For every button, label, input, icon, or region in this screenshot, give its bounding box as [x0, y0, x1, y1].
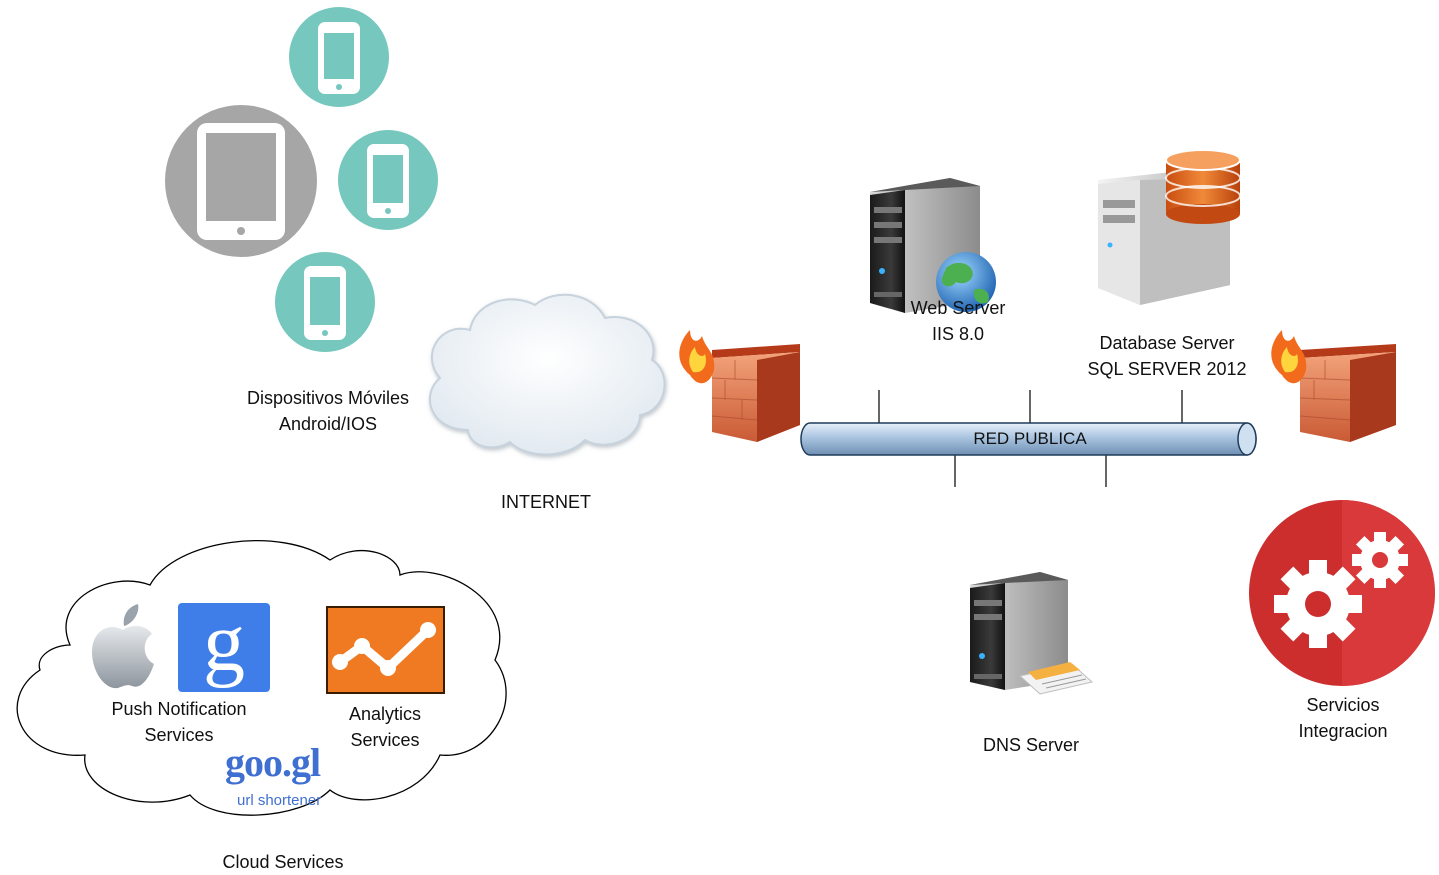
database-server-label-line2: SQL SERVER 2012 — [1087, 359, 1247, 379]
firewall-icon — [679, 330, 800, 442]
web-server-label-line2: IIS 8.0 — [931, 324, 985, 344]
analytics-label-line1: Analytics — [348, 704, 422, 724]
phone-icon — [338, 130, 438, 230]
devices-label-line2: Android/IOS — [278, 414, 378, 434]
phone-icon — [289, 7, 389, 107]
internet-label: INTERNET — [501, 492, 591, 512]
gears-icon — [1249, 500, 1435, 686]
dns-server-label: DNS Server — [982, 735, 1080, 755]
cloud-outline — [16, 540, 507, 816]
cloud-services-label: Cloud Services — [222, 852, 344, 872]
document-icon — [1018, 662, 1094, 695]
phone-icon — [275, 252, 375, 352]
network-bus — [800, 390, 1257, 487]
integration-label-line1: Servicios — [1306, 695, 1380, 715]
googl-subtitle: url shortener — [237, 792, 322, 809]
tablet-icon — [165, 105, 317, 257]
push-label-line2: Services — [144, 725, 214, 745]
web-server-label: Web Server IIS 8.0 — [888, 295, 1028, 347]
google-icon — [178, 603, 270, 692]
integration-label-line2: Integracion — [1298, 721, 1388, 741]
integration-label: Servicios Integracion — [1273, 692, 1413, 744]
google-letter: g — [203, 596, 245, 689]
network-label: RED PUBLICA — [973, 429, 1087, 448]
server-icon — [970, 572, 1068, 690]
web-server-label-line1: Web Server — [910, 298, 1006, 318]
apple-icon — [92, 604, 154, 689]
analytics-label: Analytics Services — [320, 701, 450, 753]
googl-logo: goo.gl — [225, 740, 321, 785]
devices-label-line1: Dispositivos Móviles — [246, 388, 410, 408]
analytics-icon — [326, 606, 445, 694]
push-label-line1: Push Notification — [111, 699, 247, 719]
push-notification-label: Push Notification Services — [89, 696, 269, 748]
devices-label: Dispositivos Móviles Android/IOS — [228, 385, 428, 437]
globe-icon — [936, 252, 996, 312]
database-server-label: Database Server SQL SERVER 2012 — [1077, 330, 1257, 382]
database-icon — [1165, 149, 1241, 224]
firewall-icon — [1271, 330, 1396, 442]
analytics-label-line2: Services — [350, 730, 420, 750]
database-server-label-line1: Database Server — [1099, 333, 1235, 353]
cloud-icon — [428, 293, 666, 456]
